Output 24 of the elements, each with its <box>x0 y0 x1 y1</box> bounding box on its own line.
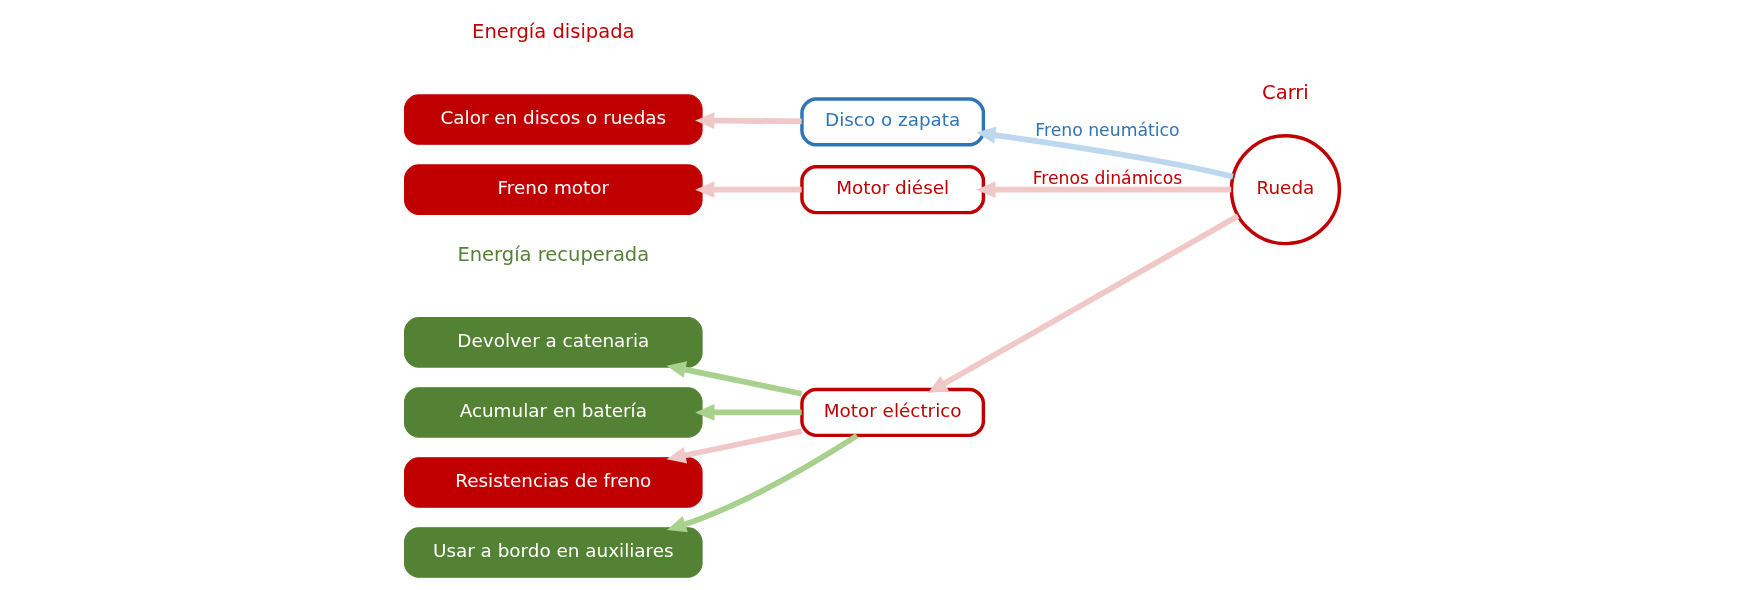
node-box: Calor en discos o ruedas <box>404 94 703 145</box>
arrow <box>927 213 1240 393</box>
label: Energía disipada <box>472 20 635 44</box>
node-circle: Rueda <box>1229 133 1342 246</box>
arrow <box>695 112 802 130</box>
arrow <box>976 181 1232 199</box>
node-box: Freno motor <box>404 164 703 215</box>
edge-label: Frenos dinámicos <box>1032 167 1183 188</box>
node-box: Usar a bordo en auxiliares <box>404 527 703 578</box>
node-box: Resistencias de freno <box>404 457 703 508</box>
arrow <box>666 428 803 464</box>
arrow <box>976 126 1234 180</box>
arrow <box>666 433 859 533</box>
arrow <box>695 181 802 199</box>
edge-label: Freno neumático <box>1035 119 1180 140</box>
node-box: Devolver a catenaria <box>404 317 703 368</box>
node-box: Disco o zapata <box>800 97 986 147</box>
node-box: Motor diésel <box>800 164 986 215</box>
arrow <box>695 404 802 421</box>
label: Energía recuperada <box>457 242 650 266</box>
label: Carri <box>1262 81 1309 105</box>
arrow <box>666 361 803 397</box>
node-box: Motor eléctrico <box>800 387 986 438</box>
node-box: Acumular en batería <box>404 387 703 438</box>
